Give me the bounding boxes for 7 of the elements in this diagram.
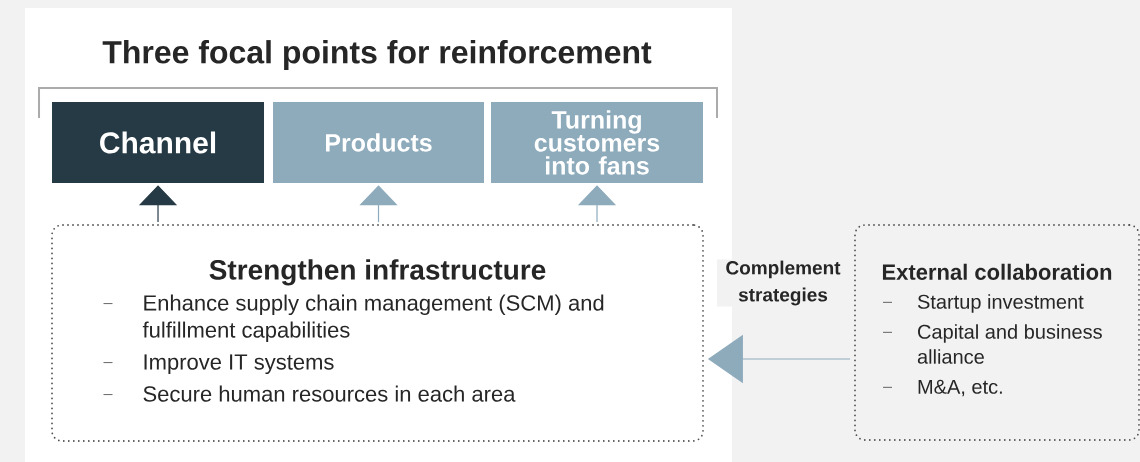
dotted-box: Strengthen infrastructure Enhance supply chain management (SCM) and fulfillment capabilities Improve IT systems Secure human resources in each area [51, 224, 704, 442]
dotted-box: External collaboration Startup investment Capital and business alliance M&A, etc. [854, 224, 1140, 441]
category-box: Channel [52, 102, 264, 183]
edge-label: Complement strategies [717, 259, 849, 307]
category-box: Products [273, 102, 484, 183]
category-box: Turning customers into fans [491, 102, 703, 183]
title: Three focal points for reinforcement [102, 40, 652, 70]
